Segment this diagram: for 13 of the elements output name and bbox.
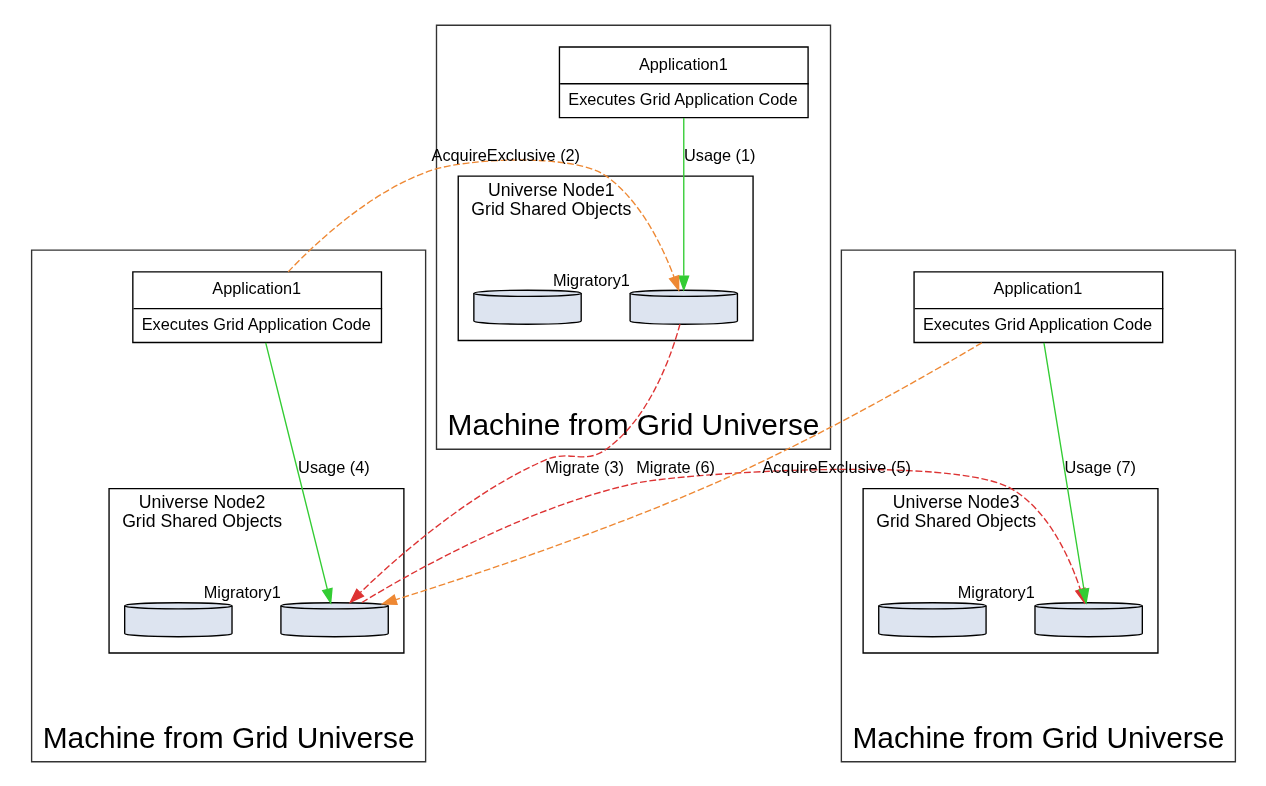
edge-label: Migrate (3) bbox=[544, 457, 624, 476]
node-label: Migratory1 bbox=[957, 582, 1035, 601]
edge-label: Usage (7) bbox=[1063, 457, 1136, 476]
arrow bbox=[286, 158, 679, 292]
arrow bbox=[348, 323, 681, 604]
arrow bbox=[264, 341, 333, 605]
arrow bbox=[677, 116, 689, 292]
node-label: Migratory1 bbox=[203, 582, 281, 601]
edge-label: Usage (1) bbox=[683, 145, 756, 164]
node-label: Migratory1 bbox=[552, 270, 630, 289]
edge-label: Migrate (6) bbox=[635, 457, 715, 476]
edge-label: Usage (4) bbox=[297, 457, 370, 476]
arrow bbox=[380, 341, 982, 605]
